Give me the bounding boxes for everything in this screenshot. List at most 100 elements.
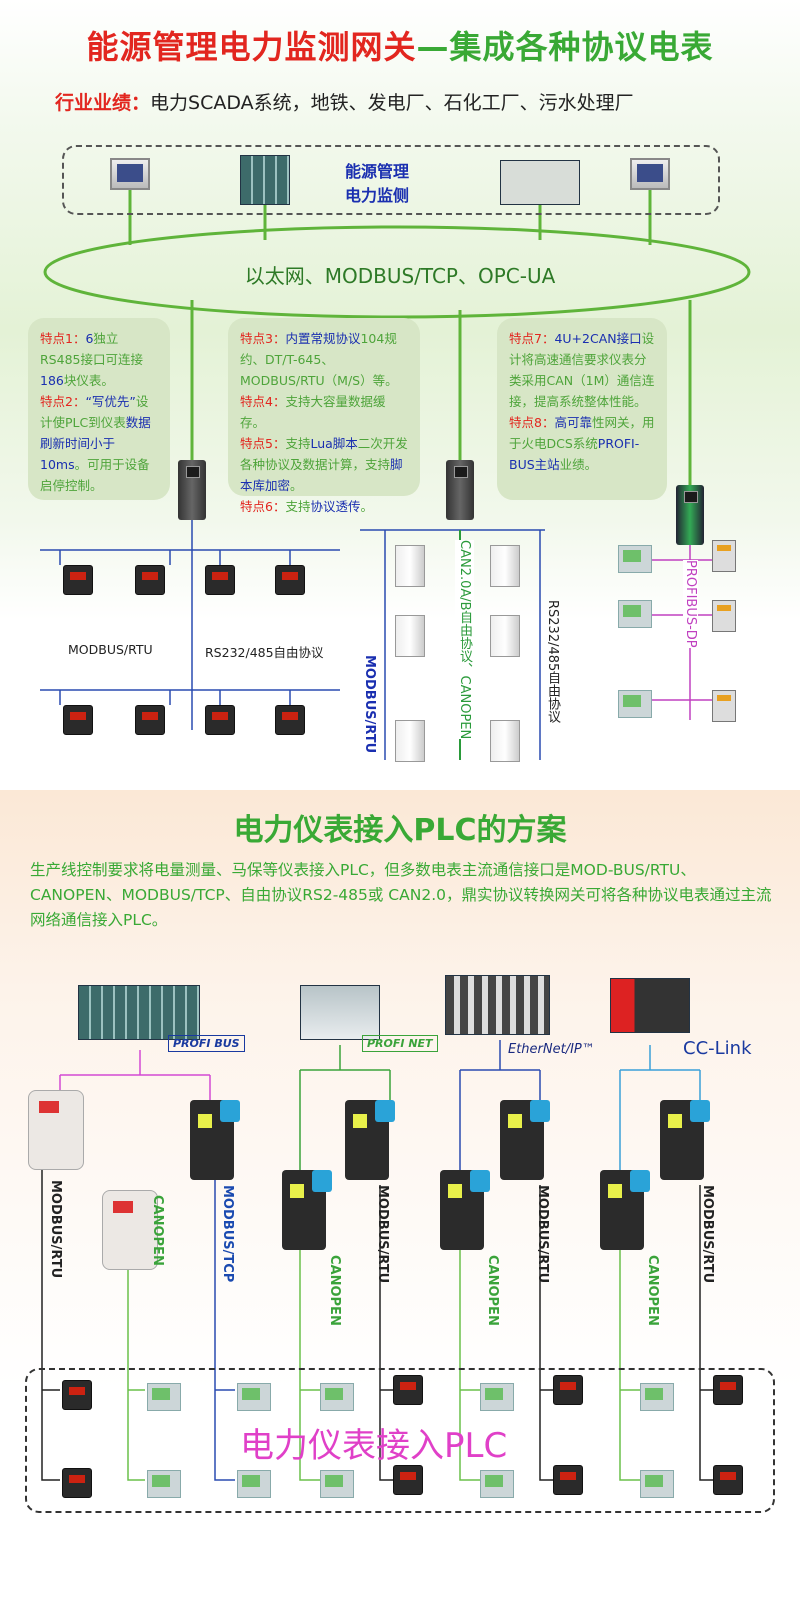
rs232-label: RS232/485自由协议 — [205, 645, 324, 660]
feature-text: 性网关，用于火电DCS系统 — [509, 415, 655, 451]
title-part1: 能源管理电力监测网关 — [86, 28, 417, 66]
feature-text: 104规约、DT/T-645、MODBUS/RTU（M/S）等。 — [240, 331, 398, 388]
protocol-label: CANOPEN — [327, 1255, 342, 1326]
subtitle: 行业业绩：电力SCADA系统，地铁、发电厂、石化工厂、污水处理厂 — [55, 88, 634, 115]
inverter-device — [395, 545, 425, 587]
tcp-meter — [237, 1383, 271, 1411]
plc-icon — [240, 155, 290, 205]
feature-text: 。 — [360, 499, 373, 514]
profibus-dp-label: PROFIBUS-DP — [683, 560, 698, 648]
computer-icon — [110, 158, 150, 190]
power-meter — [553, 1465, 583, 1495]
canopen-gateway — [102, 1190, 158, 1270]
protection-relay — [712, 690, 736, 722]
section2-title: 电力仪表接入PLC的方案 — [233, 813, 567, 848]
feature-text: 设计将高速通信要求仪表分类采用CAN（1M）通信连接，提高系统整体性能。 — [509, 331, 655, 409]
lcd-meter — [147, 1470, 181, 1498]
power-meter — [553, 1375, 583, 1405]
feature-text: 支持大容量数据缓存。 — [240, 394, 386, 430]
feature-item: 特点7：4U+2CAN接口设计将高速通信要求仪表分类采用CAN（1M）通信连接，… — [509, 328, 655, 412]
rs232-vertical-label: RS232/485自由协议 — [545, 600, 560, 724]
lcd-meter — [480, 1383, 514, 1411]
feature-key: 特点6： — [240, 499, 286, 514]
protocol-gateway — [282, 1170, 332, 1250]
lcd-meter — [618, 600, 652, 628]
feature-text: 支持 — [285, 499, 311, 514]
system-label-2: 电力监侧 — [345, 186, 410, 205]
feature-key: 特点8： — [509, 415, 555, 430]
lcd-meter — [618, 545, 652, 573]
protocol-label: MODBUS/TCP — [220, 1185, 235, 1283]
profibus-logo: PROFI BUS — [168, 1035, 245, 1052]
feature-text: 6 — [85, 331, 94, 346]
feature-key: 特点1： — [40, 331, 86, 346]
power-meter — [275, 705, 305, 735]
power-meter — [393, 1375, 423, 1405]
power-meter — [135, 705, 165, 735]
meters-box — [25, 1368, 775, 1513]
feature-text: 脚本库加密 — [240, 457, 403, 493]
protocol-gateway — [500, 1100, 550, 1180]
feature-text: 。可用于设备启停控制。 — [40, 457, 150, 493]
feature-box-2: 特点3：内置常规协议104规约、DT/T-645、MODBUS/RTU（M/S）… — [228, 318, 420, 514]
protocol-gateway — [345, 1100, 395, 1180]
protocol-label: MODBUS/RTU — [535, 1185, 550, 1284]
power-meter — [62, 1380, 92, 1410]
protocol-label: CANOPEN — [485, 1255, 500, 1326]
plc-siemens-s7-1200 — [300, 985, 380, 1040]
protocol-gateway — [660, 1100, 710, 1180]
protocol-label: MODBUS/RTU — [48, 1180, 63, 1279]
plc-mitsubishi — [610, 978, 690, 1033]
power-meter — [713, 1465, 743, 1495]
feature-key: 特点7： — [509, 331, 555, 346]
feature-text: 高可靠 — [554, 415, 592, 430]
feature-key: 特点5： — [240, 436, 286, 451]
protection-relay — [712, 540, 736, 572]
page-title: 能源管理电力监测网关—集成各种协议电表 — [0, 22, 800, 68]
feature-key: 特点4： — [240, 394, 286, 409]
power-meter — [275, 565, 305, 595]
modbus-rtu-label: MODBUS/RTU — [68, 642, 153, 657]
gateway-device — [178, 460, 206, 520]
protocol-gateway — [190, 1100, 240, 1180]
feature-text: 业绩。 — [559, 457, 598, 472]
can-label: CAN2.0A/B自由协议、CANOPEN — [455, 540, 474, 740]
feature-key: 特点2： — [40, 394, 86, 409]
lcd-meter — [640, 1383, 674, 1411]
subtitle-text: 电力SCADA系统，地铁、发电厂、石化工厂、污水处理厂 — [150, 92, 634, 114]
power-meter — [135, 565, 165, 595]
feature-text: 。 — [290, 478, 303, 493]
tcp-meter — [237, 1470, 271, 1498]
plc-allen-bradley — [445, 975, 550, 1035]
ethernetip-logo: EtherNet/IP™ — [508, 1042, 595, 1057]
feature-text: 设计使PLC到仪表 — [40, 394, 149, 430]
lcd-meter — [480, 1470, 514, 1498]
protocol-label: CANOPEN — [645, 1255, 660, 1326]
power-meter — [393, 1465, 423, 1495]
feature-item: 特点2：“写优先”设计使PLC到仪表数据刷新时间小于10ms。可用于设备启停控制… — [40, 391, 158, 496]
section2-paragraph: 生产线控制要求将电量测量、马保等仪表接入PLC，但多数电表主流通信接口是MOD-… — [30, 861, 772, 929]
feature-item: 特点4：支持大容量数据缓存。 — [240, 391, 408, 433]
management-system-box — [62, 145, 720, 215]
lcd-meter — [640, 1470, 674, 1498]
protocol-gateway — [600, 1170, 650, 1250]
subtitle-label: 行业业绩： — [55, 92, 151, 114]
cclink-logo: CC-Link — [683, 1038, 752, 1059]
feature-text: “写优先” — [85, 394, 136, 409]
protocol-label: CANOPEN — [150, 1195, 165, 1266]
meters-box-label: 电力仪表接入PLC — [240, 1426, 508, 1466]
protocol-label: MODBUS/RTU — [700, 1185, 715, 1284]
inverter-device — [395, 720, 425, 762]
power-meter — [205, 565, 235, 595]
network-label: 以太网、MODBUS/TCP、OPC-UA — [244, 264, 556, 288]
feature-text: 内置常规协议 — [285, 331, 361, 346]
feature-text: Lua脚本 — [310, 436, 358, 451]
feature-text: 块仪表。 — [63, 373, 114, 388]
feature-box-1: 特点1：6独立RS485接口可连接186块仪表。特点2：“写优先”设计使PLC到… — [28, 318, 170, 500]
feature-text: 数据刷新时间小于10ms — [40, 415, 151, 472]
feature-box-3: 特点7：4U+2CAN接口设计将高速通信要求仪表分类采用CAN（1M）通信连接，… — [497, 318, 667, 500]
feature-item: 特点1：6独立RS485接口可连接186块仪表。 — [40, 328, 158, 391]
lcd-meter — [618, 690, 652, 718]
modbus-rtu-vertical-label: MODBUS/RTU — [362, 655, 377, 754]
